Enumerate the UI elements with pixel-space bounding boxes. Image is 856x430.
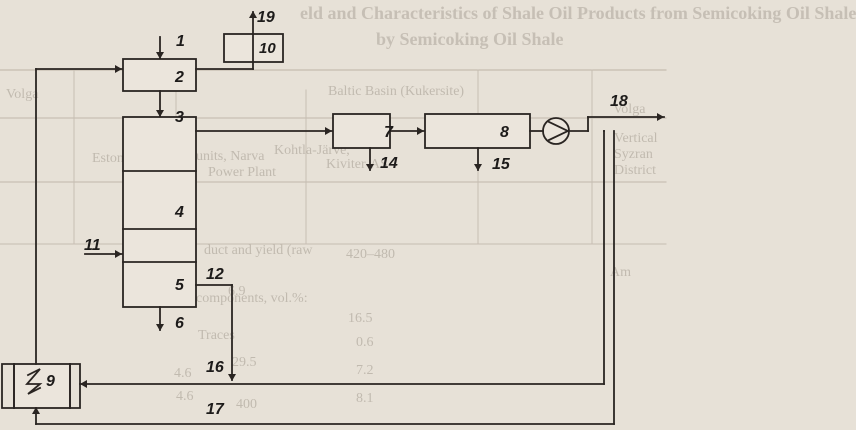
label-8: 8: [500, 124, 509, 141]
label-11: 11: [84, 237, 101, 254]
vessel-to-unit-7-arrow-icon: [325, 127, 332, 135]
input-1-arrow-icon: [156, 52, 164, 59]
heater-9-box: [13, 363, 71, 409]
background-subheader-3: units, Narva: [196, 149, 265, 164]
label-14: 14: [380, 155, 398, 172]
label-4: 4: [175, 204, 184, 221]
background-subheader-7: Syzran: [614, 147, 653, 162]
unit-8-box: [424, 113, 531, 149]
background-row-4: 16.5: [348, 311, 373, 326]
label-3: 3: [175, 109, 184, 126]
label-5: 5: [175, 277, 184, 294]
background-row-14: Am: [610, 265, 631, 280]
heater-9-cap-left: [1, 363, 15, 409]
label-16: 16: [206, 359, 224, 376]
background-row-13: 400: [236, 397, 257, 412]
loop-16-arrow-icon: [80, 380, 87, 388]
background-header-mid: Baltic Basin (Kukersite): [328, 84, 465, 99]
background-subheader-5: Power Plant: [208, 165, 277, 180]
unit-2-box: [122, 58, 197, 92]
output-14-arrow-icon: [366, 164, 374, 171]
unit-2-to-vessel-arrow-icon: [156, 110, 164, 117]
page: eld and Characteristics of Shale Oil Pro…: [0, 4, 856, 425]
label-12: 12: [206, 266, 224, 283]
background-title-line-2: by Semicoking Oil Shale: [376, 29, 564, 49]
label-10: 10: [259, 40, 276, 57]
label-2: 2: [175, 69, 184, 86]
label-19: 19: [257, 9, 275, 26]
label-15: 15: [492, 156, 510, 173]
input-11-arrow-icon: [115, 250, 122, 258]
pump-blade-upper: [547, 120, 570, 133]
background-row-12: 4.6: [176, 389, 194, 404]
product-18-arrow-icon: [657, 113, 664, 121]
background-row-1: duct and yield (raw: [204, 243, 313, 258]
output-12-arrow-icon: [228, 374, 236, 381]
label-9: 9: [46, 373, 55, 390]
output-15-arrow-icon: [474, 164, 482, 171]
background-subheader-2: Kiviter-AS: [326, 157, 388, 172]
unit-7-to-unit-8-arrow-icon: [417, 127, 424, 135]
background-header-right: Volga: [613, 102, 646, 117]
pump-blade-lower: [547, 129, 570, 142]
label-6: 6: [175, 315, 184, 332]
background-row-6: 7.2: [356, 363, 374, 378]
background-title-line-1: eld and Characteristics of Shale Oil Pro…: [300, 3, 856, 23]
background-subheader-6: Vertical: [614, 131, 658, 146]
heater-9-cap-right: [69, 363, 81, 409]
background-row-7: 8.1: [356, 391, 374, 406]
heater-output-arrow-icon: [32, 407, 40, 414]
background-row-5: 0.6: [356, 335, 374, 350]
unit-7-box: [332, 113, 391, 149]
background-header-left: Volga: [6, 87, 39, 102]
background-row-2: components, vol.%:: [196, 291, 308, 306]
background-row-3: Traces: [198, 328, 235, 343]
label-7: 7: [384, 124, 393, 141]
output-19-arrow-icon: [249, 11, 257, 18]
background-row-9: 29.5: [232, 355, 257, 370]
main-vessel-box: [122, 116, 197, 308]
background-subheader-1: Kohtla-Järve,: [274, 143, 350, 158]
output-6-arrow-icon: [156, 324, 164, 331]
background-row-8: 420–480: [346, 247, 395, 262]
pump-circle: [542, 117, 570, 145]
process-flow-diagram: [0, 11, 667, 425]
label-17: 17: [206, 401, 224, 418]
background-row-11: 4.6: [174, 366, 192, 381]
recycle-to-unit-2-arrow-icon: [115, 65, 122, 73]
label-18: 18: [610, 93, 628, 110]
label-1: 1: [176, 33, 185, 50]
heater-coil-icon: [25, 368, 43, 395]
background-subheader-8: District: [614, 163, 656, 178]
